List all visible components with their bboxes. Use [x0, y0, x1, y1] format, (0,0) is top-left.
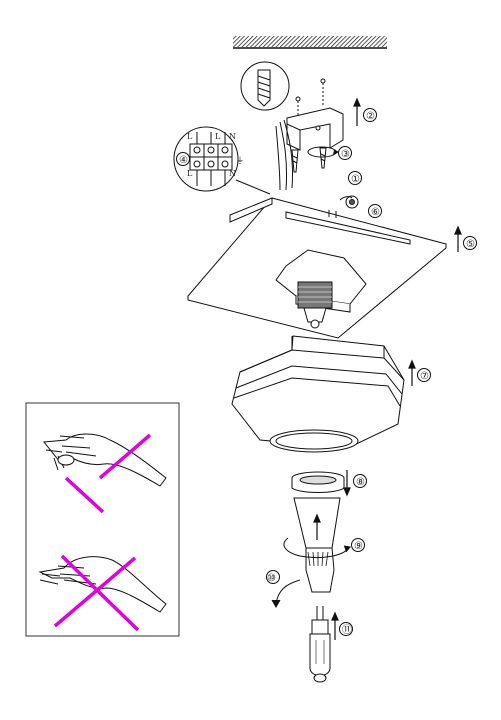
down-arrow-icon — [343, 470, 351, 497]
step-8-label: ⑧ — [356, 477, 365, 488]
screw-icon — [291, 147, 327, 173]
terminal-top-label-1: L — [187, 132, 193, 141]
terminal-bottom-label-2: N — [229, 169, 236, 178]
up-arrow-icon — [408, 359, 416, 386]
wall-plug-icon — [240, 61, 290, 111]
screw-hole-icon — [295, 96, 301, 102]
wrong-cross-icon — [64, 433, 152, 514]
lamp-shade — [231, 335, 405, 453]
terminal-bottom-label-1: L — [187, 169, 193, 178]
step-9-label: ⑨ — [354, 541, 363, 552]
terminal-top-label-3: N — [229, 132, 236, 141]
rotate-arrow-icon — [307, 146, 340, 158]
step-5-label: ⑤ — [466, 239, 475, 250]
terminal-top-label-2: L — [215, 132, 221, 141]
socket-cover — [293, 497, 341, 593]
ceiling-hatch — [233, 36, 387, 49]
step-4-label: ④ — [179, 155, 188, 166]
bulb-handling-panel — [25, 402, 180, 637]
rotate-arrow-icon — [271, 579, 301, 609]
screw-hole-icon — [320, 78, 326, 84]
step-6-label: ⑥ — [371, 207, 380, 218]
earth-icon: ⏚ — [236, 156, 244, 165]
step-7-label: ⑦ — [420, 371, 429, 382]
up-arrow-icon — [313, 513, 321, 540]
hand-icon — [43, 433, 167, 487]
bulb-icon — [309, 606, 331, 683]
step-11-label: ⑪ — [342, 624, 352, 636]
step-3-label: ③ — [341, 149, 350, 160]
socket-housing — [275, 249, 367, 329]
rotate-arrow-icon — [283, 537, 351, 559]
retaining-ring — [291, 471, 345, 493]
step-10-label: ⑩ — [267, 573, 276, 584]
up-arrow-icon — [353, 97, 361, 126]
up-arrow-icon — [331, 611, 339, 640]
mounting-bracket — [286, 78, 344, 151]
terminal-block-detail — [173, 126, 271, 195]
up-arrow-icon — [454, 225, 462, 252]
supply-wires — [275, 119, 293, 191]
step-1-label: ① — [351, 174, 360, 185]
wrong-cross-icon — [53, 554, 140, 632]
step-2-label: ② — [366, 111, 375, 122]
earth-screw-icon — [339, 195, 359, 209]
